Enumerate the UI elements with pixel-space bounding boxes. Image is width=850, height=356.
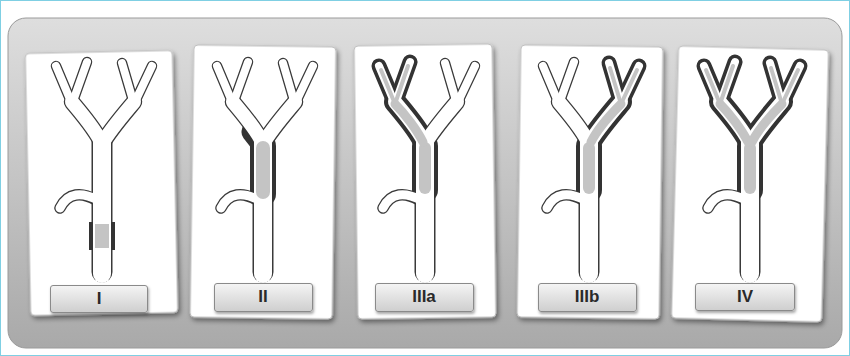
type-label-box: IV bbox=[695, 283, 795, 311]
panel-type-1 bbox=[25, 50, 177, 315]
type-label: IIIb bbox=[575, 287, 600, 307]
type-label-box: II bbox=[214, 283, 313, 312]
type-label-box: IIIa bbox=[375, 283, 474, 312]
type-label-box: IIIb bbox=[538, 283, 637, 312]
type-label: I bbox=[97, 289, 102, 309]
panel-type-4 bbox=[671, 46, 828, 322]
type-label: IV bbox=[737, 287, 753, 307]
type-label: II bbox=[258, 287, 267, 307]
panel-type-3a bbox=[354, 44, 496, 319]
gray-frame bbox=[8, 18, 842, 348]
type-label-box: I bbox=[50, 285, 148, 313]
panel-type-3b bbox=[517, 45, 663, 319]
panel-type-2 bbox=[190, 45, 336, 319]
type-label: IIIa bbox=[412, 287, 436, 307]
